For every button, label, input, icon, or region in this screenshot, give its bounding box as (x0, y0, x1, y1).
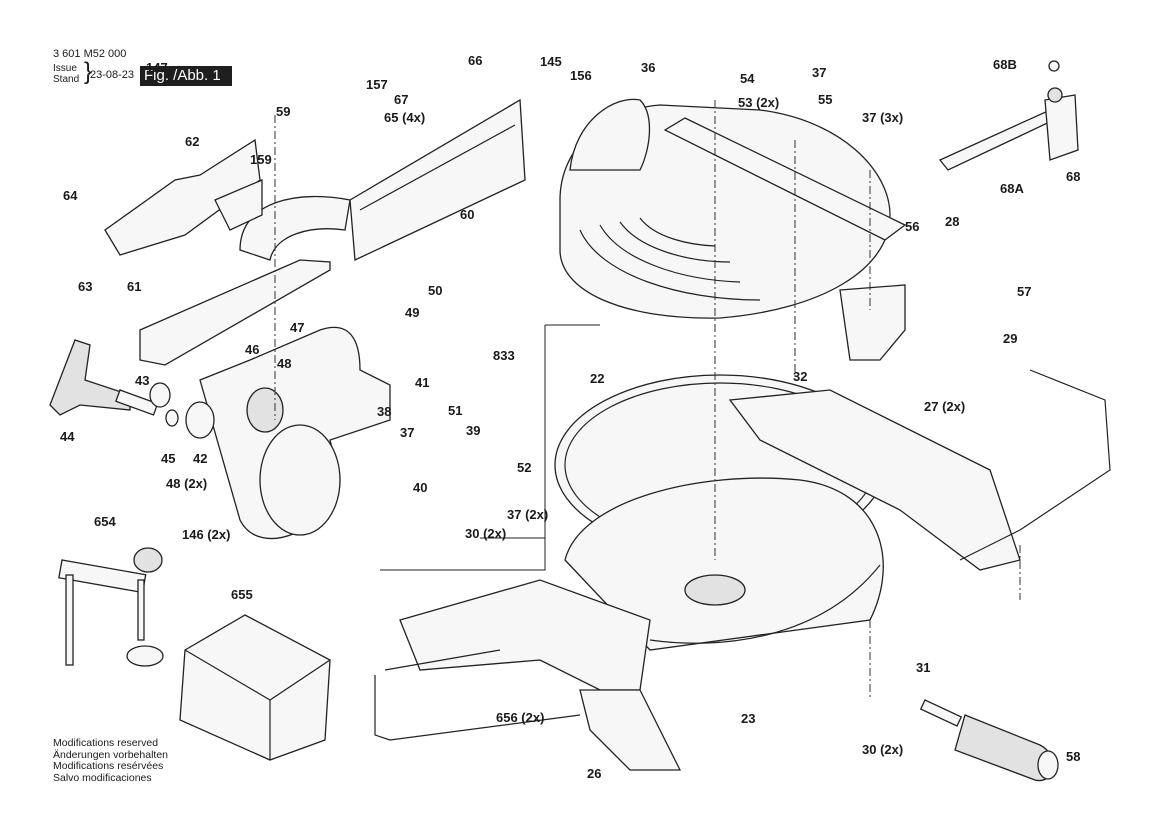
bevel-lock-knob (49, 339, 215, 439)
callout-27: 27 (2x) (924, 399, 966, 414)
callout-654: 654 (94, 514, 116, 529)
callout-28: 28 (945, 214, 960, 229)
callout-23: 23 (741, 711, 756, 726)
callout-60: 60 (460, 207, 475, 222)
modifications-notice: Modifications reserved Änderungen vorbeh… (53, 737, 169, 784)
callout-37: 37 (812, 65, 827, 80)
callout-156: 156 (570, 68, 592, 83)
callout-51: 51 (448, 403, 463, 418)
callout-26: 26 (587, 766, 602, 781)
material-clamp (58, 547, 164, 667)
notice-es: Salvo modificaciones (53, 771, 152, 784)
callout-40: 40 (413, 480, 428, 495)
callout-833: 833 (493, 348, 515, 363)
callout-145: 145 (540, 54, 562, 69)
bevel-bracket (199, 326, 391, 539)
callout-68: 68 (1066, 169, 1081, 184)
callout-63: 63 (78, 279, 93, 294)
callout-49: 49 (405, 305, 420, 320)
length-stop (938, 60, 1079, 171)
callout-68A: 68A (1000, 181, 1024, 196)
callout-45: 45 (161, 451, 176, 466)
callout-46: 46 (245, 342, 260, 357)
callout-655: 655 (231, 587, 253, 602)
callout-68B: 68B (993, 57, 1017, 72)
callout-147: 147 (146, 60, 168, 75)
callout-157: 157 (366, 77, 388, 92)
callout-65: 65 (4x) (384, 110, 426, 125)
callout-58: 58 (1066, 749, 1081, 764)
notice-fr: Modifications resérvées (53, 760, 164, 772)
notice-de: Änderungen vorbehalten (53, 748, 169, 761)
callout-31: 31 (916, 660, 931, 675)
turntable-assembly (399, 369, 1111, 771)
stand-label: Stand (53, 74, 80, 85)
callout-54: 54 (740, 71, 755, 86)
callout-22: 22 (590, 371, 605, 386)
part-number: 3 601 M52 000 (53, 48, 127, 60)
callout-64: 64 (63, 188, 78, 203)
callout-62: 62 (185, 134, 200, 149)
battery-pack (179, 614, 331, 761)
callout-66: 66 (468, 53, 483, 68)
callout-36: 36 (641, 60, 656, 75)
callout-44: 44 (60, 429, 75, 444)
callout-50: 50 (428, 283, 443, 298)
callout-29: 29 (1003, 331, 1018, 346)
callout-159: 159 (250, 152, 272, 167)
issue-date: 23-08-23 (90, 69, 135, 81)
callout-61: 61 (127, 279, 142, 294)
callout-43: 43 (135, 373, 150, 388)
callout-56: 56 (905, 219, 920, 234)
dust-guard (104, 138, 263, 256)
callout-57: 57 (1017, 284, 1032, 299)
callout-42: 42 (193, 451, 208, 466)
fence-right (349, 98, 526, 261)
callout-39: 39 (466, 423, 481, 438)
group-bracket-833 (380, 325, 546, 571)
notice-en: Modifications reserved (53, 737, 159, 749)
extension-rail (374, 649, 581, 741)
callout-32: 32 (793, 369, 808, 384)
figure-label: Fig. /Abb. 1 (140, 66, 232, 86)
callout-656: 656 (2x) (496, 710, 545, 725)
issue-stand-label: Issue Stand (53, 63, 79, 85)
callout-53: 53 (2x) (738, 95, 780, 110)
callout-59: 59 (276, 104, 291, 119)
blade-guard-assembly (559, 98, 907, 361)
handle (919, 699, 1059, 782)
callout-48: 48 (277, 356, 292, 371)
assembly-axes (274, 100, 1021, 700)
callout-41: 41 (415, 375, 430, 390)
callout-55: 55 (818, 92, 833, 107)
callout-37-2x: 37 (2x) (507, 507, 549, 522)
callout-48-2x: 48 (2x) (166, 476, 208, 491)
callout-30-2x-bottom: 30 (2x) (862, 742, 904, 757)
callout-37-single: 37 (400, 425, 415, 440)
callout-30-2x-top: 30 (2x) (465, 526, 507, 541)
brace: } (84, 58, 93, 85)
callout-47: 47 (290, 320, 305, 335)
callout-52: 52 (517, 460, 532, 475)
callout-67: 67 (394, 92, 409, 107)
issue-label: Issue (53, 63, 77, 74)
callout-38: 38 (377, 404, 392, 419)
callout-146: 146 (2x) (182, 527, 231, 542)
callout-37-3x: 37 (3x) (862, 110, 904, 125)
